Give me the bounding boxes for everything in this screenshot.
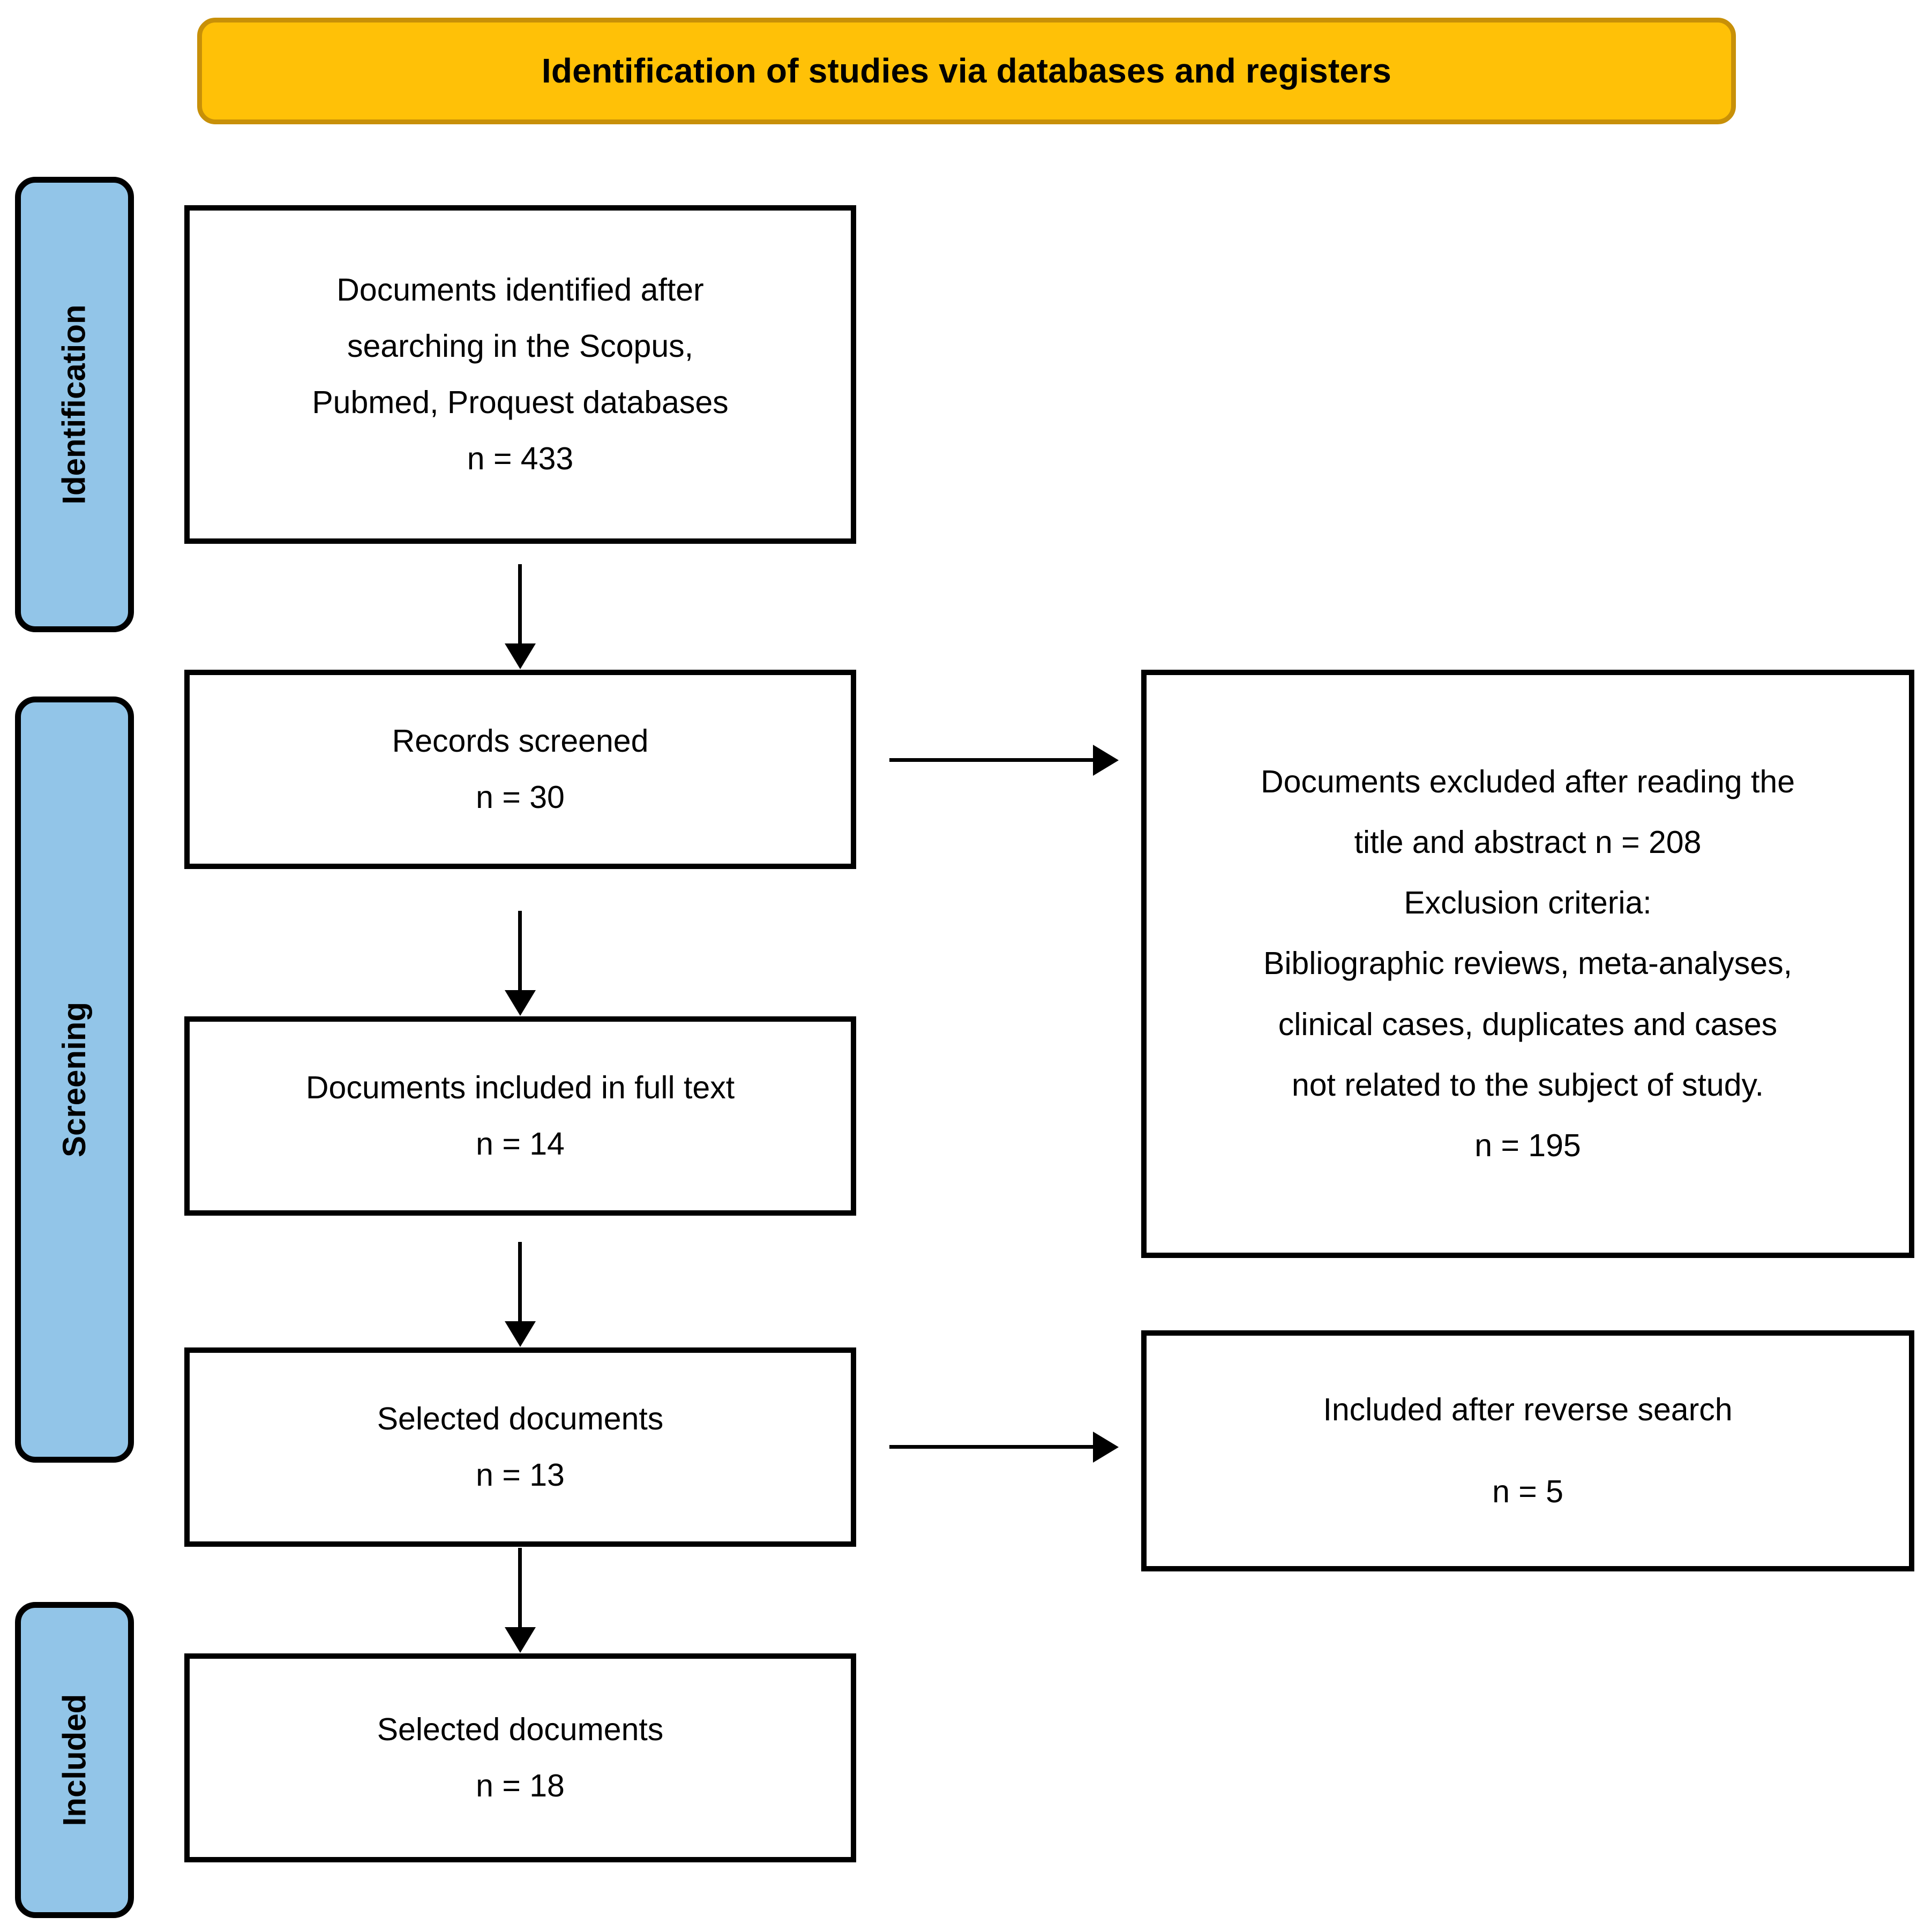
box-documents-excluded-line1: Documents excluded after reading the [1260,763,1795,799]
box-documents-excluded-line6: not related to the subject of study. [1291,1067,1764,1103]
box-documents-full-text-line1: Documents included in full text [305,1069,735,1105]
box-included-reverse-search-count: n = 5 [1492,1474,1563,1509]
box-documents-excluded-line5: clinical cases, duplicates and cases [1278,1006,1778,1042]
box-documents-identified-count: n = 433 [467,441,574,477]
box-selected-documents-18-line1: Selected documents [377,1711,664,1747]
arrow-down-selected13-to-selected18 [518,1548,522,1628]
box-selected-documents-13-count: n = 13 [476,1457,565,1493]
box-documents-excluded: Documents excluded after reading the tit… [1141,670,1914,1258]
box-included-reverse-search: Included after reverse search n = 5 [1141,1330,1914,1571]
stage-tab-included: Included [15,1602,134,1918]
box-selected-documents-13: Selected documents n = 13 [184,1347,856,1547]
page-title: Identification of studies via databases … [541,51,1392,91]
stage-tab-included-label: Included [56,1694,92,1826]
stage-tab-identification: Identification [15,177,134,632]
box-records-screened-count: n = 30 [476,780,565,815]
stage-tab-screening: Screening [15,697,134,1463]
box-records-screened-line1: Records screened [392,723,649,759]
box-documents-full-text-count: n = 14 [476,1126,565,1162]
arrow-down-identified-to-screened [518,564,522,645]
arrow-down-fulltext-to-selected13 [518,1242,522,1322]
box-selected-documents-18: Selected documents n = 18 [184,1653,856,1862]
box-documents-identified-line1: Documents identified after [336,272,704,308]
stage-tab-screening-label: Screening [56,1001,93,1158]
arrow-right-screened-to-excluded [889,758,1094,762]
box-documents-identified-line2: searching in the Scopus, [347,328,694,364]
box-documents-excluded-line3: Exclusion criteria: [1404,885,1652,921]
box-included-reverse-search-line1: Included after reverse search [1323,1391,1733,1427]
box-documents-identified: Documents identified after searching in … [184,205,856,544]
arrow-down-screened-to-fulltext [518,911,522,991]
stage-tab-identification-label: Identification [56,304,92,505]
box-selected-documents-13-line1: Selected documents [377,1401,664,1436]
diagram-header-banner: Identification of studies via databases … [197,18,1736,124]
box-documents-identified-line3: Pubmed, Proquest databases [312,385,729,420]
box-documents-full-text: Documents included in full text n = 14 [184,1016,856,1216]
box-documents-excluded-count: n = 195 [1474,1128,1581,1164]
box-documents-excluded-line2: title and abstract n = 208 [1354,824,1702,860]
arrow-right-selected13-to-reverse [889,1445,1094,1449]
box-documents-excluded-line4: Bibliographic reviews, meta-analyses, [1263,946,1793,982]
box-selected-documents-18-count: n = 18 [476,1768,565,1803]
box-records-screened: Records screened n = 30 [184,670,856,869]
